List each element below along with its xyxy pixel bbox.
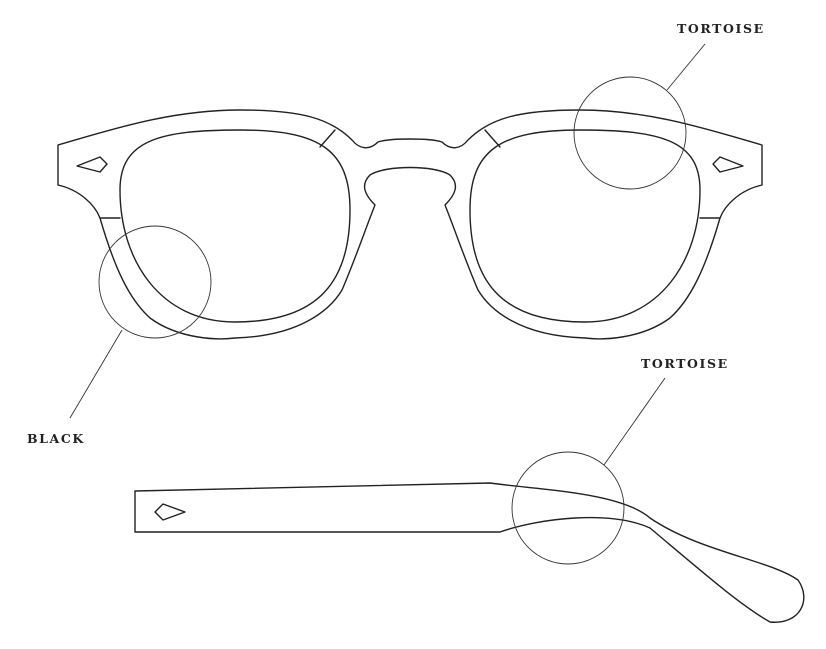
front-frame-outline — [57, 109, 763, 340]
label-black-front: BLACK — [27, 431, 85, 446]
right-hinge-pin-icon — [712, 156, 744, 173]
callout-circle-front-right — [573, 76, 687, 190]
left-hinge-pin-icon — [76, 156, 108, 173]
front-frame — [57, 109, 763, 340]
right-rim-seam — [484, 129, 501, 148]
callout-circle-temple — [511, 451, 625, 565]
right-lens — [469, 129, 701, 323]
temple-arm — [134, 482, 805, 623]
label-tortoise-front: TORTOISE — [677, 21, 765, 36]
leader-line-temple — [603, 377, 666, 466]
leader-line-front-right — [666, 43, 706, 91]
left-lens — [119, 129, 351, 323]
temple-pin-icon — [154, 503, 186, 521]
callouts — [69, 43, 706, 565]
callout-circle-front-left — [98, 225, 212, 339]
leader-line-front-left — [69, 329, 123, 419]
label-tortoise-temple: TORTOISE — [641, 356, 729, 371]
left-rim-seam — [319, 129, 336, 148]
temple-arm-outline — [134, 482, 805, 623]
